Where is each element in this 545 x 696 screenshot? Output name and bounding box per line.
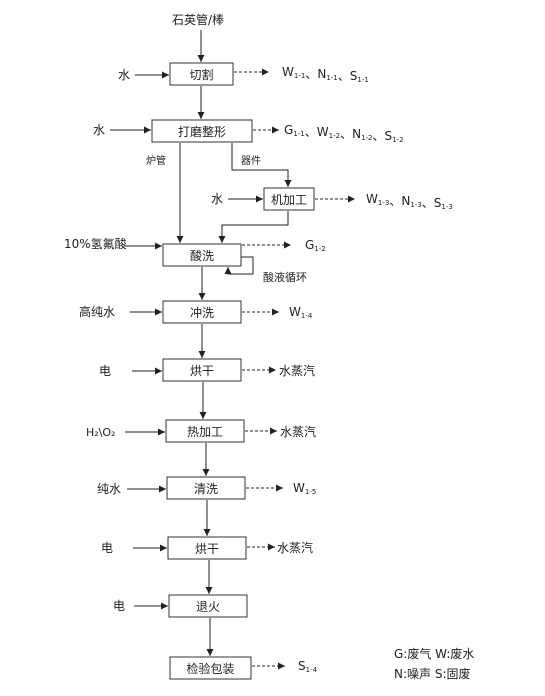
step-grind-label: 打磨整形 xyxy=(178,124,226,139)
input-heat-label: H₂\O₂ xyxy=(86,426,115,439)
emission-subscript: 1-3 xyxy=(378,199,389,207)
input-acid-label: 10%氢氟酸 xyxy=(64,236,127,251)
legend-line-2: N:噪声 S:固废 xyxy=(394,666,471,681)
input-anneal-label: 电 xyxy=(113,599,125,613)
input-grind-label: 水 xyxy=(93,123,105,137)
emission-code: W xyxy=(282,65,294,79)
emission-code: W xyxy=(289,305,301,319)
step-dry2-label: 烘干 xyxy=(195,542,219,556)
emission-subscript: 1-4 xyxy=(301,312,313,320)
step-acid-wash: 酸洗 xyxy=(162,243,242,267)
emission-code: S xyxy=(350,69,358,83)
emission-subscript: 1-1 xyxy=(293,130,304,138)
emission-code: N xyxy=(352,127,361,141)
emission-subscript: 1-2 xyxy=(392,136,403,144)
output-dry2-label: 水蒸汽 xyxy=(277,540,313,555)
emission-subscript: 1-1 xyxy=(326,74,337,82)
step-heat-label: 热加工 xyxy=(187,425,223,439)
step-rinse-label: 冲洗 xyxy=(190,305,214,320)
step-pack: 检验包装 xyxy=(169,656,252,680)
step-cut: 切割 xyxy=(169,62,234,86)
output-heat-label: 水蒸汽 xyxy=(280,424,316,439)
legend: G:废气 W:废水 N:噪声 S:固废 xyxy=(394,646,474,681)
acid-recycle-label: 酸液循环 xyxy=(263,270,307,284)
emission-subscript: 1-2 xyxy=(314,245,325,253)
input-rinse-label: 高纯水 xyxy=(79,304,115,319)
emission-subscript: 1-4 xyxy=(306,666,318,674)
step-dry1: 烘干 xyxy=(162,358,242,382)
branch-vessel-label: 器件 xyxy=(241,155,261,167)
output-grind-label: G1-1、W1-2、N1-2、S1-2 xyxy=(284,123,404,144)
output-acid-label: G1-2 xyxy=(305,238,326,253)
output-rinse-label: W1-4 xyxy=(289,305,313,320)
emission-code: S xyxy=(434,196,442,210)
emission-code: S xyxy=(385,129,393,143)
output-pack-label: S1-4 xyxy=(298,659,318,674)
emission-subscript: 1-1 xyxy=(357,76,368,84)
step-dry1-label: 烘干 xyxy=(190,364,214,378)
emission-subscript: 1-3 xyxy=(410,201,421,209)
step-cut-label: 切割 xyxy=(189,67,213,82)
acid-recycle-loop xyxy=(224,256,254,275)
emission-subscript: 1-3 xyxy=(441,203,452,211)
emission-subscript: 1-5 xyxy=(305,488,316,496)
input-dry2-label: 电 xyxy=(101,541,113,555)
input-dry1-label: 电 xyxy=(99,364,111,378)
branch-furnace-tube-label: 炉管 xyxy=(146,154,166,167)
step-acid-wash-label: 酸洗 xyxy=(190,248,214,263)
emission-code: W xyxy=(293,481,305,495)
legend-line-1: G:废气 W:废水 xyxy=(394,646,474,661)
arrow-machining-to-acid xyxy=(218,211,289,243)
step-grind: 打磨整形 xyxy=(151,119,253,143)
step-rinse: 冲洗 xyxy=(162,300,242,324)
step-machining: 机加工 xyxy=(263,187,315,211)
step-clean: 清洗 xyxy=(166,476,246,500)
step-clean-label: 清洗 xyxy=(194,482,218,496)
emission-code: N xyxy=(401,194,410,208)
emission-code: W xyxy=(366,192,378,206)
input-machining-label: 水 xyxy=(211,192,223,206)
emission-code: W xyxy=(317,125,329,139)
raw-material-label: 石英管/棒 xyxy=(172,12,224,27)
output-dry1-label: 水蒸汽 xyxy=(279,363,315,378)
step-pack-label: 检验包装 xyxy=(186,661,234,676)
step-dry2: 烘干 xyxy=(167,536,247,560)
emission-subscript: 1-1 xyxy=(294,72,305,80)
emission-code: G xyxy=(305,238,314,252)
step-machining-label: 机加工 xyxy=(271,193,307,207)
emission-code: S xyxy=(298,659,306,673)
emission-code: N xyxy=(317,67,326,81)
output-cut-label: W1-1、N1-1、S1-1 xyxy=(282,65,369,84)
output-clean-label: W1-5 xyxy=(293,481,316,496)
output-machining-label: W1-3、N1-3、S1-3 xyxy=(366,192,453,211)
step-anneal-label: 退火 xyxy=(196,600,220,614)
step-anneal: 退火 xyxy=(168,594,248,618)
step-heat: 热加工 xyxy=(165,419,245,443)
emission-subscript: 1-2 xyxy=(361,134,372,142)
emission-code: G xyxy=(284,123,293,137)
input-cut-label: 水 xyxy=(118,68,130,82)
emission-subscript: 1-2 xyxy=(329,132,340,140)
arrow-grind-to-machining xyxy=(231,143,292,187)
input-clean-label: 纯水 xyxy=(97,482,121,496)
